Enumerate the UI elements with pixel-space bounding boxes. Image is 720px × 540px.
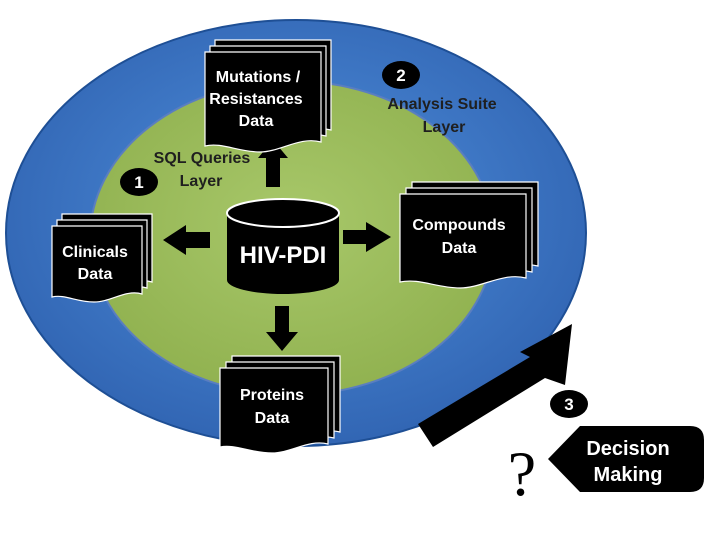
clinicals-document-stack	[51, 213, 153, 303]
compounds-doc-line1: Compounds	[412, 217, 505, 234]
decision-layer-number-badge	[550, 390, 588, 418]
mutations-doc-line2: Resistances	[209, 91, 302, 108]
sql-layer-number: 1	[134, 173, 143, 192]
mutations-doc-line1: Mutations /	[216, 69, 301, 86]
decision-box-line2: Making	[594, 464, 663, 486]
arrow-down-to-proteins	[266, 306, 298, 351]
analysis-layer-number: 2	[396, 66, 405, 85]
center-title: HIV-PDI	[240, 242, 327, 269]
compounds-document-stack	[399, 181, 539, 289]
mutations-doc-line3: Data	[239, 113, 274, 130]
analysis-layer-line1: Analysis Suite	[387, 96, 496, 113]
proteins-document-stack	[219, 355, 341, 454]
proteins-doc-line1: Proteins	[240, 387, 304, 404]
analysis-layer-number-badge	[382, 61, 420, 89]
arrow-right-to-compounds	[343, 222, 391, 252]
proteins-doc-line2: Data	[255, 410, 290, 427]
question-mark-icon: ?	[508, 438, 536, 509]
hiv-pdi-database-icon	[226, 198, 340, 294]
arrow-left-to-clinicals	[163, 225, 210, 255]
analysis-layer-line2: Layer	[423, 119, 466, 136]
decision-layer-number: 3	[564, 395, 573, 414]
clinicals-doc-line2: Data	[78, 266, 113, 283]
sql-layer-line2: Layer	[180, 173, 223, 190]
decision-box-line1: Decision	[586, 438, 669, 460]
compounds-doc-line2: Data	[442, 240, 477, 257]
sql-layer-number-badge	[120, 168, 158, 196]
clinicals-doc-line1: Clinicals	[62, 244, 128, 261]
decision-making-box	[548, 426, 704, 492]
decision-arrow	[418, 324, 572, 447]
mutations-resistances-document-stack	[204, 39, 332, 153]
sql-layer-line1: SQL Queries	[154, 150, 251, 167]
